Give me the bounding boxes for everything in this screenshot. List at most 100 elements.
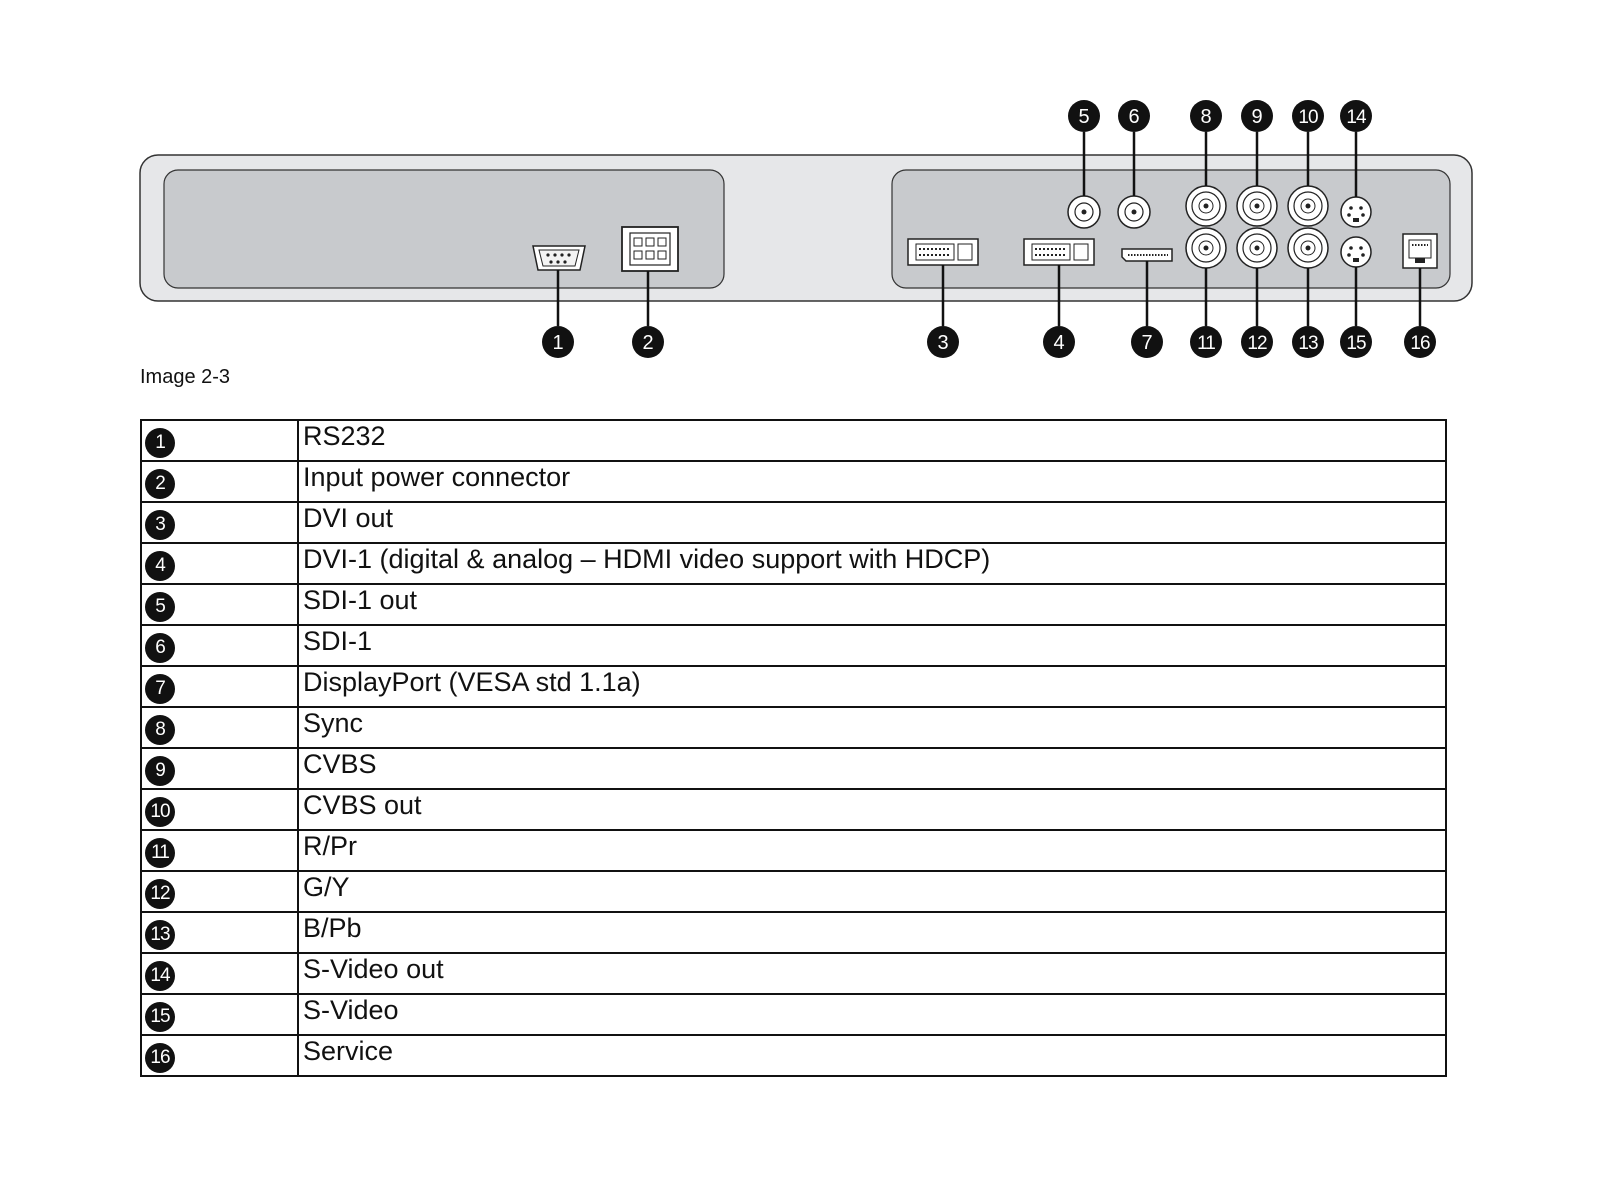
- b-pb-port: [1287, 227, 1329, 269]
- dvi-1-port: [1023, 238, 1095, 266]
- sdi-1-out-port: [1067, 195, 1101, 229]
- legend-number-badge: 16: [145, 1043, 175, 1073]
- legend-number-badge: 6: [145, 633, 175, 663]
- s-video-port: [1340, 236, 1372, 268]
- svg-text:3: 3: [937, 332, 948, 354]
- legend-row: 8 Sync: [140, 706, 1447, 749]
- legend-number-cell: 5: [140, 583, 299, 626]
- legend-label: DVI-1 (digital & analog – HDMI video sup…: [297, 542, 1447, 585]
- svg-text:9: 9: [1251, 106, 1262, 128]
- legend-label: SDI-1: [297, 624, 1447, 667]
- sdi-1-port: [1117, 195, 1151, 229]
- callout-4: 4: [1043, 326, 1075, 358]
- callout-14: 14: [1340, 100, 1372, 132]
- svg-text:2: 2: [642, 332, 653, 354]
- callout-12: 12: [1241, 326, 1273, 358]
- legend-label: DisplayPort (VESA std 1.1a): [297, 665, 1447, 708]
- legend-number-cell: 4: [140, 542, 299, 585]
- legend-label: CVBS: [297, 747, 1447, 790]
- callout-16: 16: [1404, 326, 1436, 358]
- legend-row: 10 CVBS out: [140, 788, 1447, 831]
- legend-number-badge: 1: [145, 428, 175, 458]
- callout-7: 7: [1131, 326, 1163, 358]
- svg-text:13: 13: [1298, 333, 1318, 354]
- legend-label: CVBS out: [297, 788, 1447, 831]
- legend-label: Input power connector: [297, 460, 1447, 503]
- rear-panel-diagram: 5 6 8 9 10 14 1 2 3 4 7 11 12 13 15 16: [139, 100, 1473, 358]
- legend-row: 5 SDI-1 out: [140, 583, 1447, 626]
- legend-number-cell: 7: [140, 665, 299, 708]
- legend-row: 1 RS232: [140, 419, 1447, 462]
- legend-label: Sync: [297, 706, 1447, 749]
- legend-number-badge: 7: [145, 674, 175, 704]
- callout-15: 15: [1340, 326, 1372, 358]
- callout-8: 8: [1190, 100, 1222, 132]
- legend-row: 2 Input power connector: [140, 460, 1447, 503]
- svg-text:12: 12: [1247, 333, 1267, 354]
- callout-10: 10: [1292, 100, 1324, 132]
- legend-row: 4 DVI-1 (digital & analog – HDMI video su…: [140, 542, 1447, 585]
- legend-row: 6 SDI-1: [140, 624, 1447, 667]
- legend-number-cell: 8: [140, 706, 299, 749]
- cvbs-port: [1236, 185, 1278, 227]
- bnc-connectors: [1185, 185, 1329, 269]
- legend-number-cell: 14: [140, 952, 299, 995]
- legend-number-badge: 15: [145, 1002, 175, 1032]
- legend-label: S-Video out: [297, 952, 1447, 995]
- legend-number-cell: 2: [140, 460, 299, 503]
- legend-number-badge: 2: [145, 469, 175, 499]
- legend-label: Service: [297, 1034, 1447, 1077]
- legend-number-cell: 11: [140, 829, 299, 872]
- legend-row: 16 Service: [140, 1034, 1447, 1077]
- legend-number-cell: 3: [140, 501, 299, 544]
- legend-label: DVI out: [297, 501, 1447, 544]
- figure-caption: Image 2-3: [140, 366, 231, 388]
- legend-number-cell: 9: [140, 747, 299, 790]
- svg-text:11: 11: [1197, 333, 1215, 354]
- legend-number-badge: 8: [145, 715, 175, 745]
- r-pr-port: [1185, 227, 1227, 269]
- g-y-port: [1236, 227, 1278, 269]
- displayport-port: [1121, 248, 1173, 262]
- legend-row: 12 G/Y: [140, 870, 1447, 913]
- legend-number-badge: 5: [145, 592, 175, 622]
- legend-number-cell: 10: [140, 788, 299, 831]
- legend-number-badge: 9: [145, 756, 175, 786]
- left-panel: [163, 169, 725, 289]
- svg-text:15: 15: [1346, 333, 1366, 354]
- svg-text:6: 6: [1128, 106, 1139, 128]
- callout-2: 2: [632, 326, 664, 358]
- power-connector: [621, 226, 679, 272]
- callout-13: 13: [1292, 326, 1324, 358]
- right-panel: [891, 169, 1451, 289]
- svg-text:5: 5: [1078, 106, 1089, 128]
- cvbs-out-port: [1287, 185, 1329, 227]
- legend-number-cell: 15: [140, 993, 299, 1036]
- legend-label: G/Y: [297, 870, 1447, 913]
- svg-text:1: 1: [552, 332, 563, 354]
- svg-text:4: 4: [1053, 332, 1064, 354]
- service-port: [1402, 233, 1438, 269]
- legend-number-cell: 12: [140, 870, 299, 913]
- legend-label: RS232: [297, 419, 1447, 462]
- legend-number-badge: 10: [145, 797, 175, 827]
- rs232-port: [532, 245, 586, 271]
- svg-text:10: 10: [1298, 107, 1318, 128]
- legend-label: R/Pr: [297, 829, 1447, 872]
- legend-number-badge: 4: [145, 551, 175, 581]
- legend-row: 7 DisplayPort (VESA std 1.1a): [140, 665, 1447, 708]
- legend-number-cell: 6: [140, 624, 299, 667]
- legend-label: SDI-1 out: [297, 583, 1447, 626]
- callout-9: 9: [1241, 100, 1273, 132]
- callout-3: 3: [927, 326, 959, 358]
- callout-11: 11: [1190, 326, 1222, 358]
- legend-number-cell: 1: [140, 419, 299, 462]
- legend-number-badge: 12: [145, 879, 175, 909]
